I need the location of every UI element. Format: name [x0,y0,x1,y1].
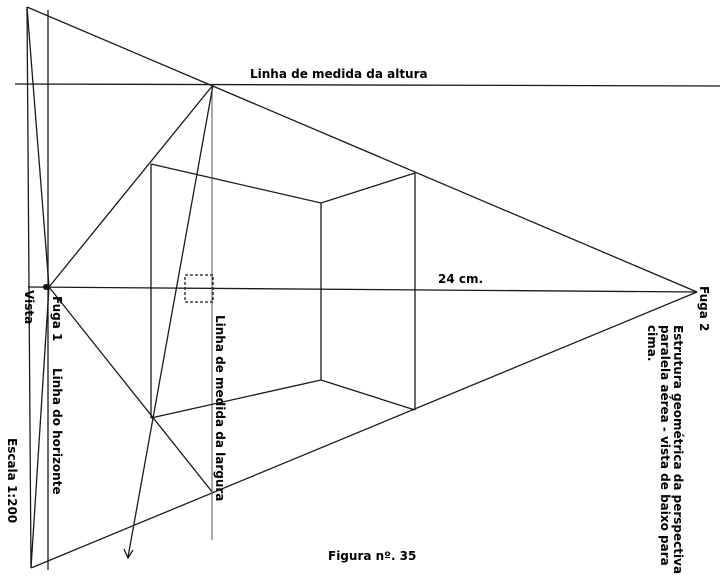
vista-label: Vista [22,290,36,324]
fuga1-to-height-point [48,84,214,288]
horizon-main-line [27,286,698,293]
fuga2-label: Fuga 2 [697,286,711,331]
fuga1-label: Fuga 1 [50,296,64,341]
fuga1-point [43,284,49,290]
width-line-label: Linha de medida da largura [213,315,227,501]
description-line1: Estrutura geométrica da perspectiva [671,325,685,574]
view-vertical-line [26,6,32,569]
caption: Figura nº. 35 [328,549,416,563]
lower-diagonal-to-fuga2 [30,291,698,569]
height-line-label: Linha de medida da altura [250,67,428,81]
description-line2: paralela aérea - vista de baixo para [658,325,672,566]
horizon-label: Linha do horizonte [50,368,64,495]
top-edges [150,163,416,204]
description-line3: cima. [645,325,659,361]
view-to-fuga1-lower [30,286,50,569]
distance-label: 24 cm. [438,272,483,286]
fuga1-to-width-point [48,286,214,494]
view-to-fuga1-upper [26,6,50,288]
bottom-edges [150,379,416,419]
arrow-line [127,84,214,558]
arrow-head-icon [123,548,134,560]
dashed-square [184,274,214,303]
scale-label: Escala 1:200 [5,438,19,523]
upper-diagonal-to-fuga2 [26,6,698,293]
height-measure-line [14,83,720,87]
